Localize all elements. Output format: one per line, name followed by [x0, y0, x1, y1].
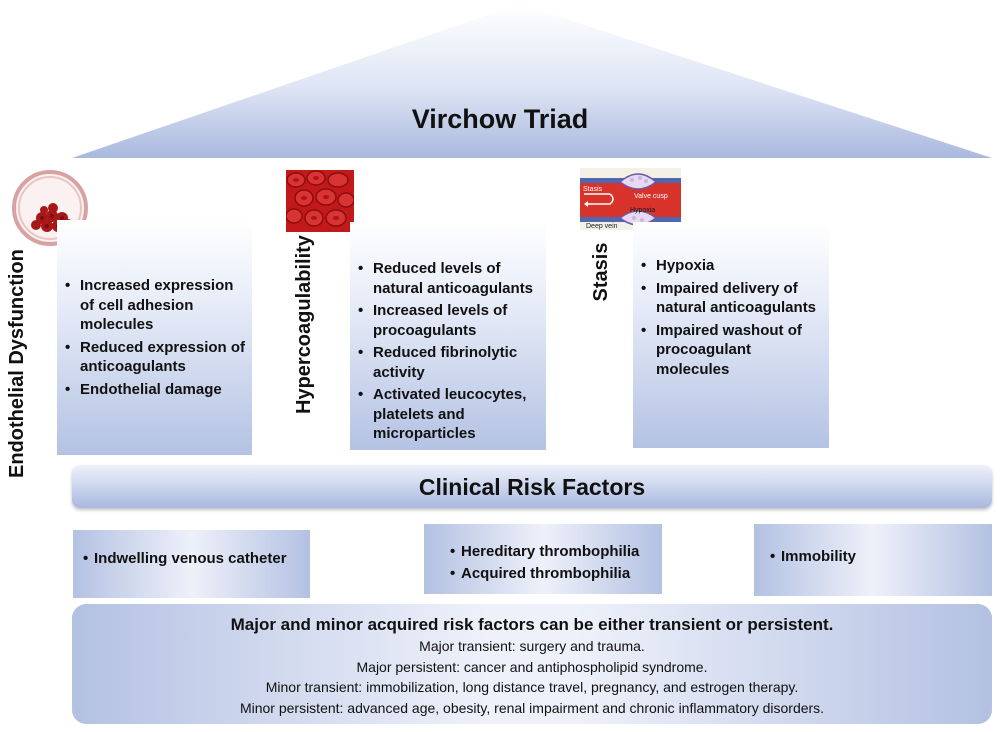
- pillar-item: Reduced levels of natural anticoagulants: [356, 259, 540, 298]
- roof-triangle: [72, 4, 992, 158]
- info-line: Minor persistent: advanced age, obesity,…: [239, 699, 825, 716]
- risk-box-immobility: Immobility: [754, 524, 992, 596]
- risk-item: Immobility: [770, 546, 992, 568]
- pillar-item: Hypoxia: [639, 256, 823, 276]
- pillar-label-hypercoagulability: Hypercoagulability: [293, 235, 315, 414]
- info-line: Minor transient: immobilization, long di…: [265, 679, 799, 695]
- risk-item: Indwelling venous catheter: [83, 548, 310, 570]
- deep-vein-label: Deep vein: [586, 223, 618, 230]
- pillar-item: Increased levels of procoagulants: [356, 301, 540, 340]
- pillar-item: Impaired washout of procoagulant molecul…: [639, 321, 823, 380]
- clinical-risk-factors-bar: Clinical Risk Factors: [72, 465, 992, 508]
- pillar-item: Impaired delivery of natural anticoagula…: [639, 279, 823, 318]
- pillar-label-endothelial: Endothelial Dysfunction: [6, 249, 28, 478]
- blood-cells-image: [286, 170, 354, 232]
- info-line: Major persistent: cancer and antiphospho…: [356, 658, 708, 675]
- risk-box-catheter: Indwelling venous catheter: [73, 530, 310, 598]
- acquired-risk-heading: Major and minor acquired risk factors ca…: [230, 615, 834, 634]
- pillar-label-stasis: Stasis: [590, 242, 612, 302]
- risk-item: Acquired thrombophilia: [450, 563, 662, 585]
- pillar-endothelial: Increased expression of cell adhesion mo…: [57, 220, 252, 455]
- pillar-stasis: Hypoxia Impaired delivery of natural ant…: [633, 222, 829, 448]
- pillar-item: Endothelial damage: [63, 380, 246, 400]
- stasis-image-label: Stasis: [583, 186, 603, 193]
- valve-cusp-label: Valve cusp: [634, 193, 668, 200]
- hypoxia-image-label: Hypoxia: [630, 207, 655, 214]
- pillar-item: Reduced expression of anticoagulants: [63, 338, 246, 377]
- deep-vein-image: Stasis Valve cusp Hypoxia Deep vein: [580, 168, 681, 230]
- pillar-item: Reduced fibrinolytic activity: [356, 343, 540, 382]
- risk-box-thrombophilia: Hereditary thrombophilia Acquired thromb…: [424, 524, 662, 594]
- roof-title: Virchow Triad: [411, 104, 589, 134]
- acquired-risk-factors-panel: Major and minor acquired risk factors ca…: [72, 604, 992, 724]
- info-line: Major transient: surgery and trauma.: [419, 638, 645, 654]
- pillar-item: Activated leucocytes, platelets and micr…: [356, 385, 540, 444]
- pillar-item: Increased expression of cell adhesion mo…: [63, 276, 246, 335]
- pillar-hypercoagulability: Reduced levels of natural anticoagulants…: [350, 222, 546, 450]
- risk-item: Hereditary thrombophilia: [450, 541, 662, 563]
- clinical-risk-factors-title: Clinical Risk Factors: [418, 474, 646, 500]
